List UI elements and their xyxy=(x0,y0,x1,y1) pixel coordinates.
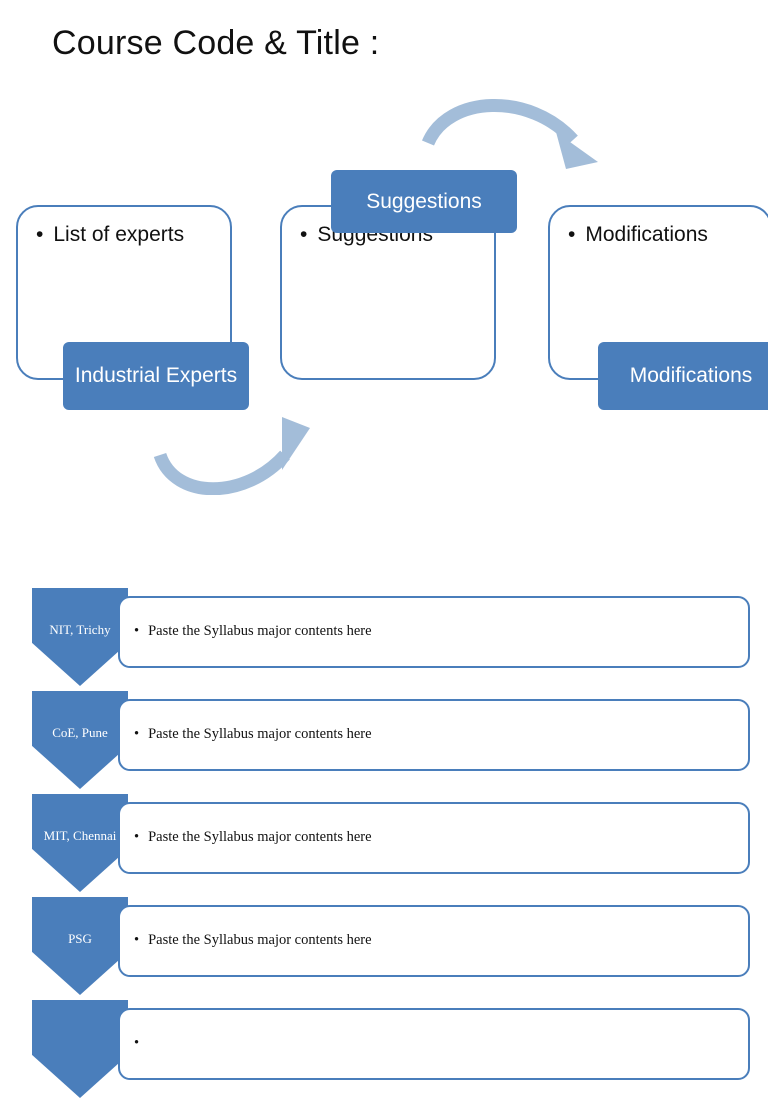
chevron-icon: MIT, Chennai xyxy=(32,794,128,892)
syllabus-row-content: Paste the Syllabus major contents here xyxy=(134,932,372,949)
syllabus-row-box xyxy=(118,1008,750,1080)
syllabus-row-box: Paste the Syllabus major contents here xyxy=(118,905,750,977)
syllabus-row-institute: MIT, Chennai xyxy=(43,827,117,843)
syllabus-row-content: Paste the Syllabus major contents here xyxy=(134,623,372,640)
syllabus-row-content: Paste the Syllabus major contents here xyxy=(134,829,372,846)
syllabus-row: PSG Paste the Syllabus major contents he… xyxy=(0,897,768,1000)
chevron-icon: PSG xyxy=(32,897,128,995)
syllabus-row-content xyxy=(134,1035,148,1052)
syllabus-row-content: Paste the Syllabus major contents here xyxy=(134,726,372,743)
syllabus-row-box: Paste the Syllabus major contents here xyxy=(118,699,750,771)
box-modifications-bullet: Modifications xyxy=(568,223,708,247)
syllabus-row: NIT, Trichy Paste the Syllabus major con… xyxy=(0,588,768,691)
syllabus-row-institute: PSG xyxy=(68,930,92,946)
tag-modifications: Modifications xyxy=(598,342,768,410)
chevron-icon xyxy=(32,1000,128,1098)
syllabus-row: CoE, Pune Paste the Syllabus major conte… xyxy=(0,691,768,794)
syllabus-row-box: Paste the Syllabus major contents here xyxy=(118,802,750,874)
box-experts-bullet: List of experts xyxy=(36,223,184,247)
arrow-experts-to-suggestions-icon xyxy=(153,417,310,495)
syllabus-row-box: Paste the Syllabus major contents here xyxy=(118,596,750,668)
syllabus-chevron-list: NIT, Trichy Paste the Syllabus major con… xyxy=(0,588,768,1103)
process-diagram: List of experts Suggestions Modification… xyxy=(0,95,768,495)
tag-suggestions: Suggestions xyxy=(331,170,517,233)
syllabus-row: MIT, Chennai Paste the Syllabus major co… xyxy=(0,794,768,897)
arrow-suggestions-to-modifications-icon xyxy=(422,99,598,169)
syllabus-row-institute: NIT, Trichy xyxy=(49,621,111,637)
syllabus-row xyxy=(0,1000,768,1103)
tag-industrial-experts: Industrial Experts xyxy=(63,342,249,410)
chevron-icon: CoE, Pune xyxy=(32,691,128,789)
syllabus-row-institute: CoE, Pune xyxy=(52,724,108,740)
chevron-icon: NIT, Trichy xyxy=(32,588,128,686)
page-title: Course Code & Title : xyxy=(52,24,380,62)
